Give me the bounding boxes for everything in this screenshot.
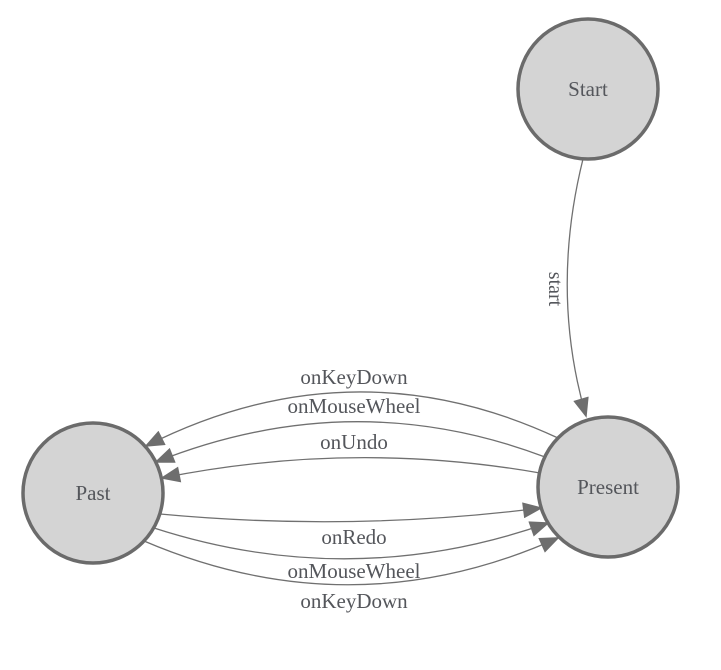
edge-label-onkeydown-bottom: onKeyDown: [300, 589, 408, 613]
node-start-circle: [516, 17, 660, 161]
edge-past-to-present-onredo: [159, 502, 543, 523]
node-present-label: Present: [577, 475, 639, 499]
edge-past-to-present-onkeydown: [143, 537, 560, 586]
edge-label-onundo: onUndo: [320, 430, 388, 454]
edge-start-to-present: [566, 158, 589, 418]
edge-present-to-past-onkeydown: [144, 391, 559, 447]
node-past-label: Past: [75, 481, 110, 505]
node-present-circle: [536, 415, 680, 559]
edge-label-onredo: onRedo: [321, 525, 386, 549]
edge-label-onmousewheel-top: onMouseWheel: [288, 394, 421, 418]
edges-layer: [143, 158, 589, 586]
edge-label-onkeydown-top: onKeyDown: [300, 365, 408, 389]
edge-label-start: start: [544, 272, 566, 307]
node-present: Present: [536, 415, 680, 559]
node-start-label: Start: [568, 77, 608, 101]
node-past: Past: [21, 421, 165, 565]
node-past-circle: [21, 421, 165, 565]
edge-present-to-past-onmousewheel: [154, 421, 546, 463]
edge-present-to-past-onundo: [160, 457, 541, 483]
edge-label-onmousewheel-bottom: onMouseWheel: [288, 559, 421, 583]
edge-labels-layer: start onKeyDown onMouseWheel onUndo onRe…: [288, 272, 566, 613]
node-start: Start: [516, 17, 660, 161]
edge-past-to-present-onmousewheel: [153, 521, 550, 560]
